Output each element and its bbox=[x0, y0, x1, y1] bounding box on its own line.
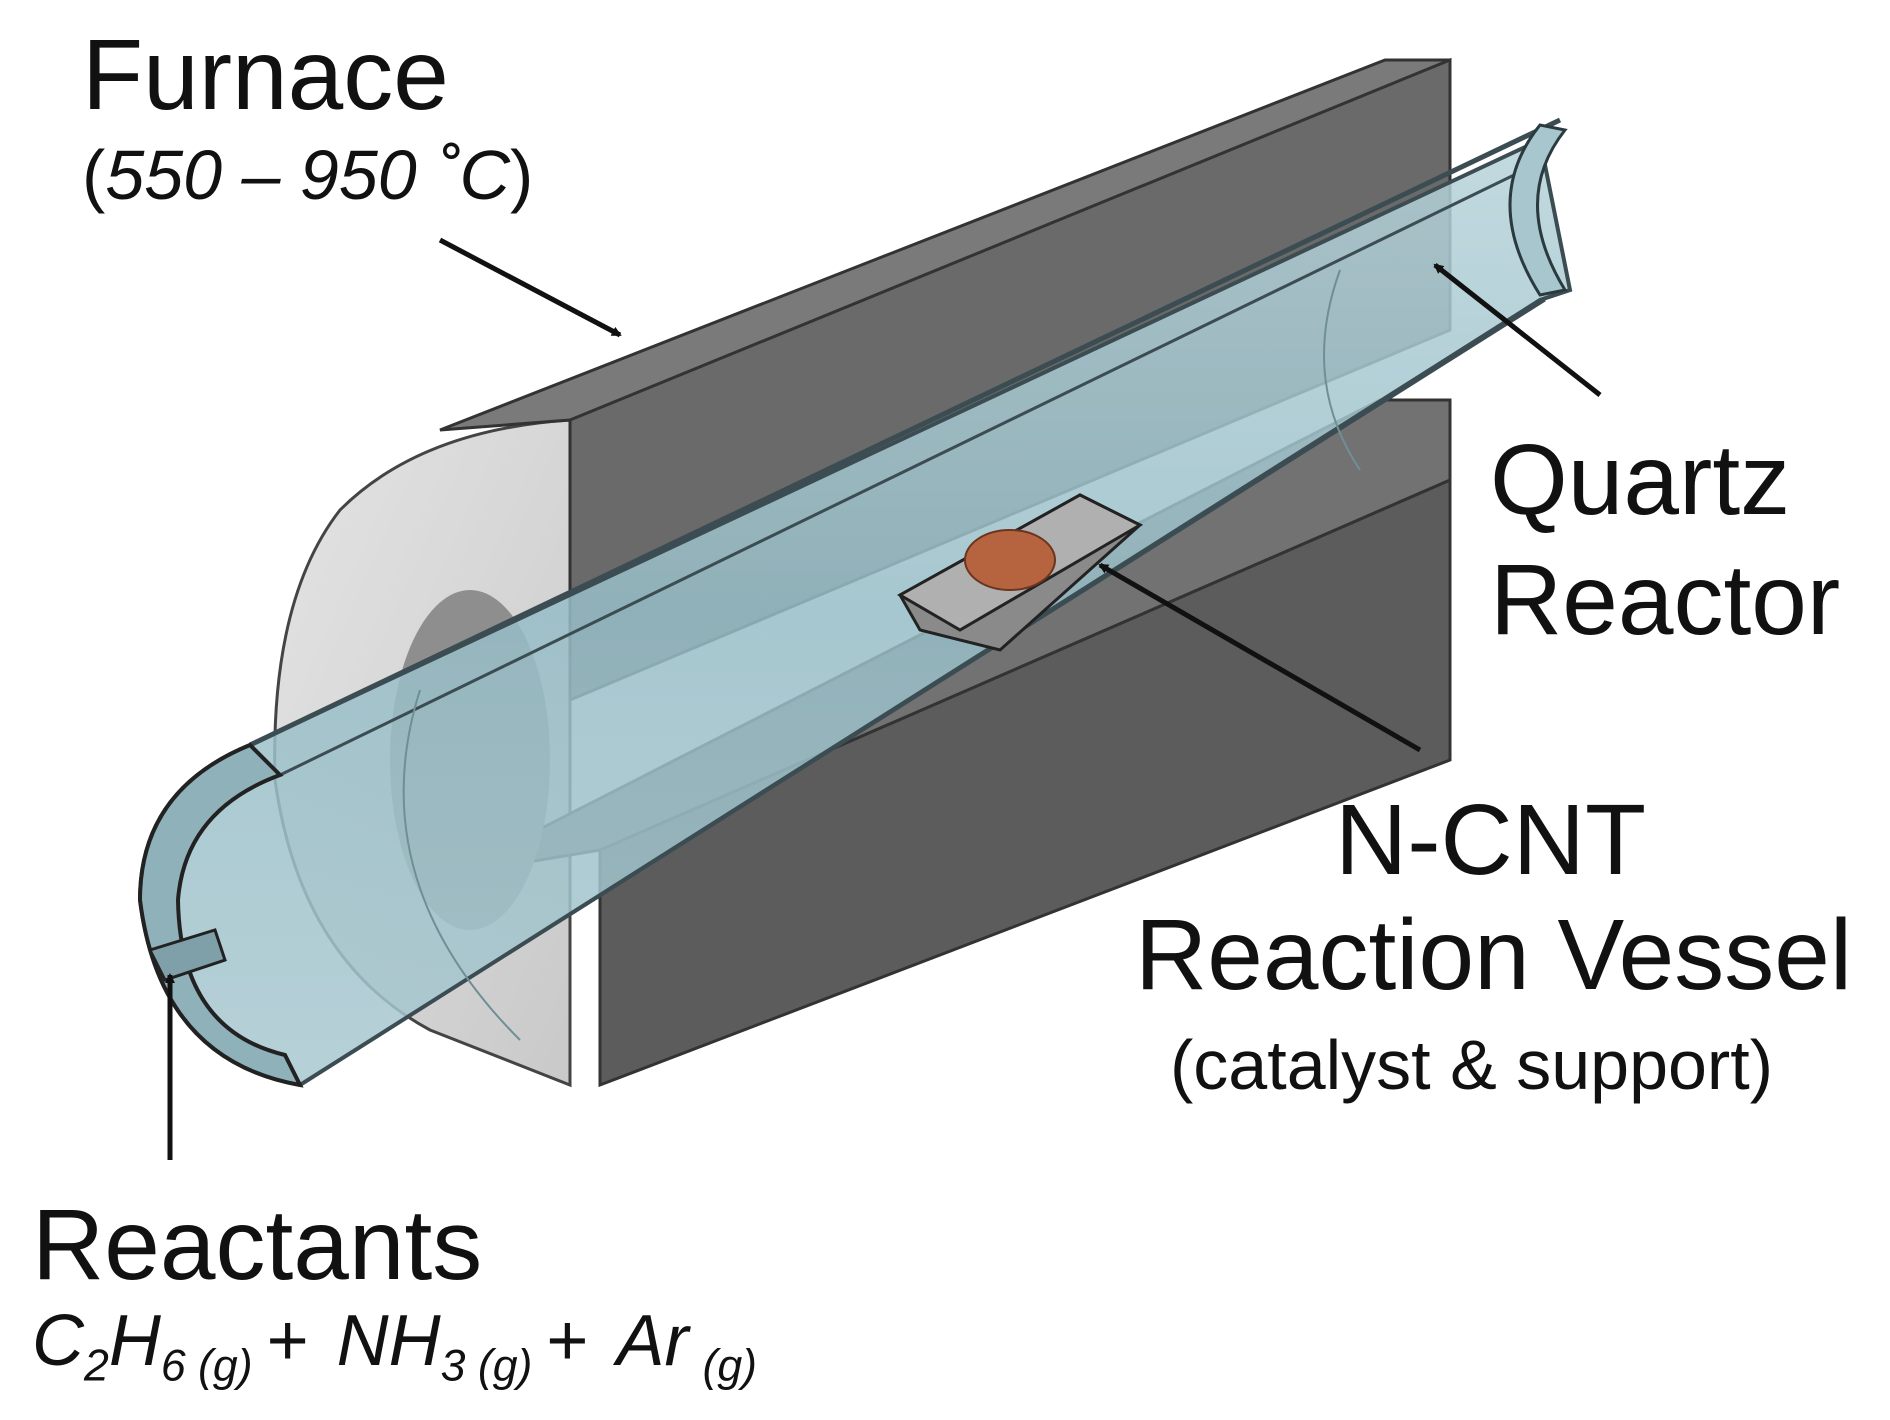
vessel-label-line3: (catalyst & support) bbox=[1170, 1026, 1773, 1104]
vessel-label-line1: N-CNT bbox=[1335, 784, 1647, 896]
furnace-arrow bbox=[438, 237, 622, 338]
quartz-reactor-tube bbox=[137, 117, 1573, 1088]
formula-nh: NH bbox=[336, 1301, 441, 1381]
formula-c-sub: 2 bbox=[84, 1341, 109, 1391]
vessel-arrow bbox=[1098, 562, 1422, 753]
formula-h-sub: 6 (g) bbox=[160, 1341, 253, 1391]
quartz-inner-arc-2 bbox=[1323, 269, 1361, 471]
formula-plus-1: + bbox=[266, 1301, 309, 1381]
formula-ar: Ar bbox=[616, 1301, 689, 1381]
vessel-label-line2: Reaction Vessel bbox=[1135, 899, 1853, 1011]
quartz-tube-rim-upper bbox=[248, 117, 1562, 748]
quartz-tube-rim-lower bbox=[299, 298, 1546, 1087]
reactants-title: Reactants bbox=[32, 1189, 483, 1301]
temp-open-paren: ( bbox=[82, 136, 106, 214]
furnace-title: Furnace bbox=[82, 19, 449, 131]
quartz-arrow bbox=[1433, 263, 1602, 397]
reaction-vessel bbox=[896, 493, 1144, 652]
formula-ar-sub: (g) bbox=[702, 1341, 757, 1391]
catalyst-sample bbox=[964, 529, 1056, 591]
formula-plus-2: + bbox=[546, 1301, 589, 1381]
temp-range: 550 – 950 ˚C bbox=[105, 136, 511, 214]
quartz-front-end bbox=[137, 742, 304, 1088]
quartz-far-end bbox=[1508, 123, 1568, 297]
furnace-temperature: (550 – 950 ˚C) bbox=[82, 140, 533, 210]
formula-nh-sub: 3 (g) bbox=[440, 1341, 533, 1391]
quartz-inner-inlet bbox=[147, 928, 227, 982]
quartz-label-line1: Quartz bbox=[1490, 424, 1791, 536]
quartz-inner-arc bbox=[402, 689, 521, 1041]
temp-close-paren: ) bbox=[510, 136, 534, 214]
quartz-label-line2: Reactor bbox=[1490, 544, 1841, 656]
quartz-tube-rim-upper-2 bbox=[279, 158, 1546, 777]
formula-h: H bbox=[108, 1301, 161, 1381]
callout-arrows bbox=[165, 237, 1602, 1160]
furnace-label: Furnace bbox=[82, 25, 449, 125]
formula-c: C bbox=[32, 1301, 84, 1381]
reactants-formula: C2H6 (g)+NH3 (g)+Ar(g) bbox=[32, 1305, 757, 1388]
